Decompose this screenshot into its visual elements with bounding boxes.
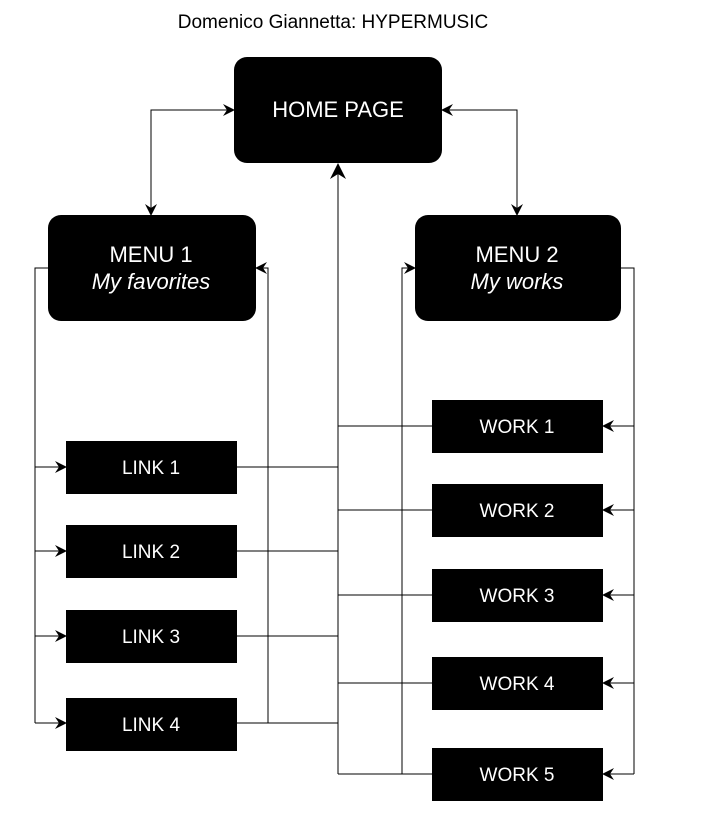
connector-work5-menu2 bbox=[401, 262, 416, 774]
menu1-subtitle: My favorites bbox=[92, 269, 211, 294]
connector-link4-menu1 bbox=[237, 262, 269, 724]
menu1-label: MENU 1 bbox=[109, 242, 192, 267]
connector-home-menu1 bbox=[145, 104, 235, 216]
connectors bbox=[34, 104, 635, 780]
work-2-node[interactable]: WORK 2 bbox=[432, 484, 603, 537]
link-3-node[interactable]: LINK 3 bbox=[66, 610, 237, 663]
work-5-node[interactable]: WORK 5 bbox=[432, 748, 603, 801]
home-page-node[interactable]: HOME PAGE bbox=[234, 57, 442, 163]
link-1-node[interactable]: LINK 1 bbox=[66, 441, 237, 494]
work-4-label: WORK 4 bbox=[480, 674, 555, 695]
home-page-label: HOME PAGE bbox=[272, 97, 404, 122]
menu1-node[interactable]: MENU 1 My favorites bbox=[48, 215, 256, 321]
work-1-node[interactable]: WORK 1 bbox=[432, 400, 603, 453]
work-3-label: WORK 3 bbox=[480, 586, 555, 607]
link-2-label: LINK 2 bbox=[122, 542, 180, 563]
work-5-label: WORK 5 bbox=[480, 765, 555, 786]
connector-menu2-bus bbox=[621, 267, 635, 774]
connector-menu1-bus bbox=[34, 267, 48, 723]
work-2-label: WORK 2 bbox=[480, 501, 555, 522]
link-1-label: LINK 1 bbox=[122, 458, 180, 479]
work-1-label: WORK 1 bbox=[480, 417, 555, 438]
work-4-node[interactable]: WORK 4 bbox=[432, 657, 603, 710]
link-4-label: LINK 4 bbox=[122, 715, 181, 736]
link-4-node[interactable]: LINK 4 bbox=[66, 698, 237, 751]
menu2-node[interactable]: MENU 2 My works bbox=[415, 215, 621, 321]
menu2-subtitle: My works bbox=[471, 269, 564, 294]
link-2-node[interactable]: LINK 2 bbox=[66, 525, 237, 578]
work-3-node[interactable]: WORK 3 bbox=[432, 569, 603, 622]
connector-home-menu2 bbox=[441, 104, 523, 216]
menu2-label: MENU 2 bbox=[475, 242, 558, 267]
link-3-label: LINK 3 bbox=[122, 627, 180, 648]
diagram-title: Domenico Giannetta: HYPERMUSIC bbox=[178, 12, 488, 33]
